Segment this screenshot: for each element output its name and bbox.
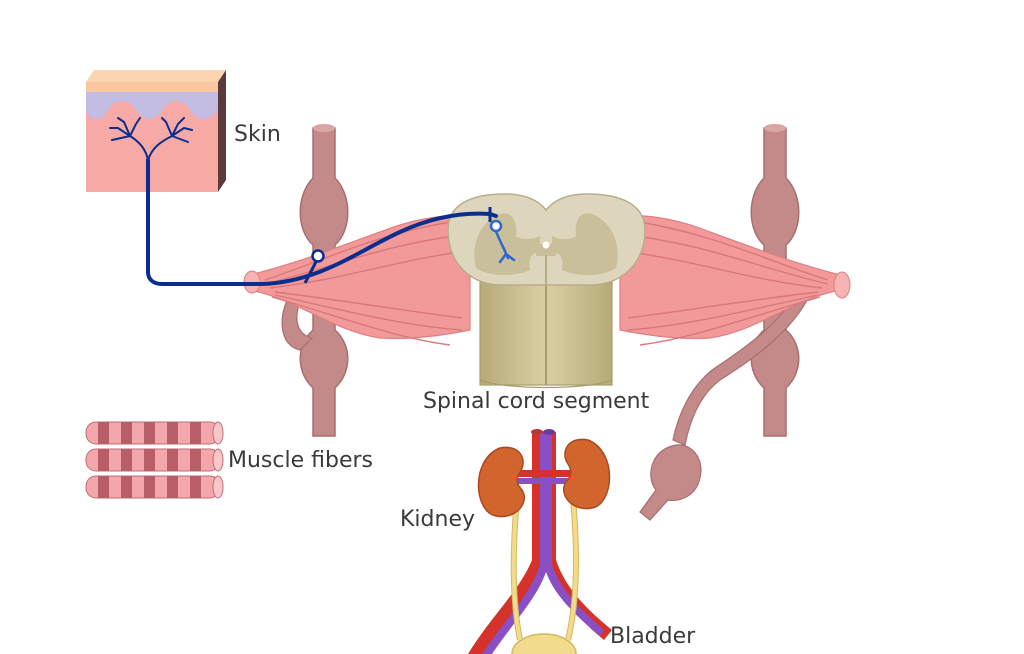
muscle-fibers-label: Muscle fibers bbox=[228, 448, 373, 473]
muscle-fiber-1 bbox=[85, 421, 224, 445]
right-nerve-roots bbox=[619, 215, 851, 346]
urinary-system bbox=[468, 429, 612, 654]
muscle-fiber-icon bbox=[85, 421, 224, 499]
sensory-neuron bbox=[146, 158, 516, 286]
bladder-label: Bladder bbox=[610, 624, 696, 649]
spinal-cord-segment bbox=[447, 193, 646, 389]
left-nerve-roots bbox=[243, 215, 471, 346]
skin-block-icon bbox=[86, 70, 226, 192]
skin-label: Skin bbox=[234, 122, 281, 147]
muscle-fiber-2 bbox=[85, 448, 224, 472]
bladder-icon bbox=[511, 633, 577, 654]
muscle-fiber-3 bbox=[85, 475, 224, 499]
kidney-label: Kidney bbox=[400, 507, 476, 532]
spinal-cord-segment-label: Spinal cord segment bbox=[423, 389, 650, 414]
kidney-icon bbox=[477, 438, 611, 518]
